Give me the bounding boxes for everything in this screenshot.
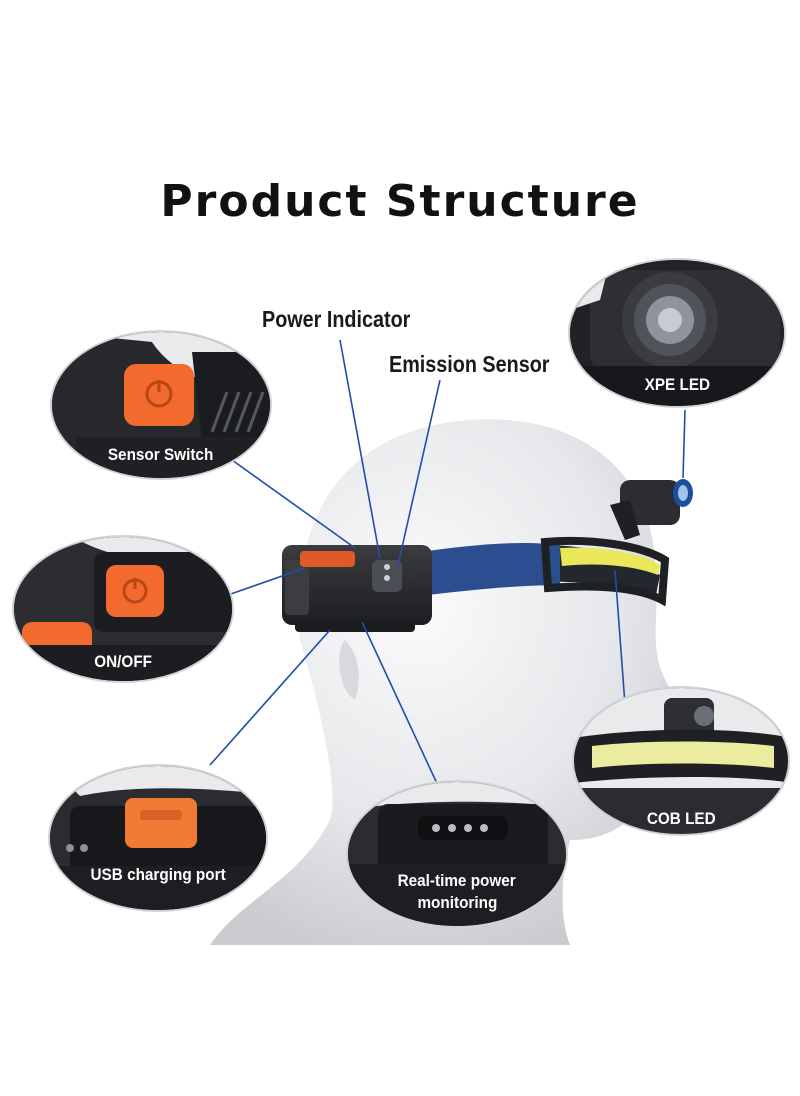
power-monitor-label: Real-time power monitoring	[397, 871, 517, 912]
leader-power-monitor	[361, 621, 441, 791]
usb-port-label: USB charging port	[90, 865, 226, 884]
xpe-led-bubble: XPE LED	[568, 258, 786, 408]
cob-strip-icon	[592, 741, 774, 768]
emission-sensor-label: Emission Sensor	[389, 351, 550, 377]
cob-led-bubble: COB LED	[572, 686, 790, 836]
led-dot-icon	[432, 824, 440, 832]
leader-power-indicator	[339, 339, 381, 559]
cob-strip	[560, 547, 660, 575]
page-title: Product Structure	[160, 176, 640, 227]
cob-led-illustration	[574, 688, 788, 834]
leader-emission-sensor	[397, 379, 441, 566]
leader-xpe-led	[682, 409, 686, 479]
on-off-illustration	[14, 537, 232, 681]
led-dot-icon	[480, 824, 488, 832]
xpe-led-label: XPE LED	[644, 375, 710, 394]
usb-port-icon	[125, 798, 197, 848]
on-off-button-icon	[106, 565, 164, 617]
power-button-icon	[124, 364, 194, 426]
xpe-lamp-housing	[620, 480, 680, 525]
leader-usb-port	[209, 629, 331, 766]
led-dot-icon	[464, 824, 472, 832]
leader-on-off	[227, 567, 306, 596]
on-off-bubble: ON/OFF	[12, 535, 234, 683]
sensor-switch-illustration	[52, 332, 270, 478]
sensor-switch-label: Sensor Switch	[108, 445, 214, 464]
led-dot-icon	[448, 824, 456, 832]
power-monitor-bubble: Real-time power monitoring	[346, 780, 568, 928]
power-monitor-illustration	[348, 782, 566, 926]
xpe-led-illustration	[570, 260, 784, 406]
power-indicator-label: Power Indicator	[262, 306, 411, 332]
sensor-switch-bubble: Sensor Switch	[50, 330, 272, 480]
on-off-label: ON/OFF	[94, 652, 152, 671]
usb-port-illustration	[50, 766, 266, 910]
usb-port-bubble: USB charging port	[48, 764, 268, 912]
cob-led-label: COB LED	[646, 809, 716, 828]
